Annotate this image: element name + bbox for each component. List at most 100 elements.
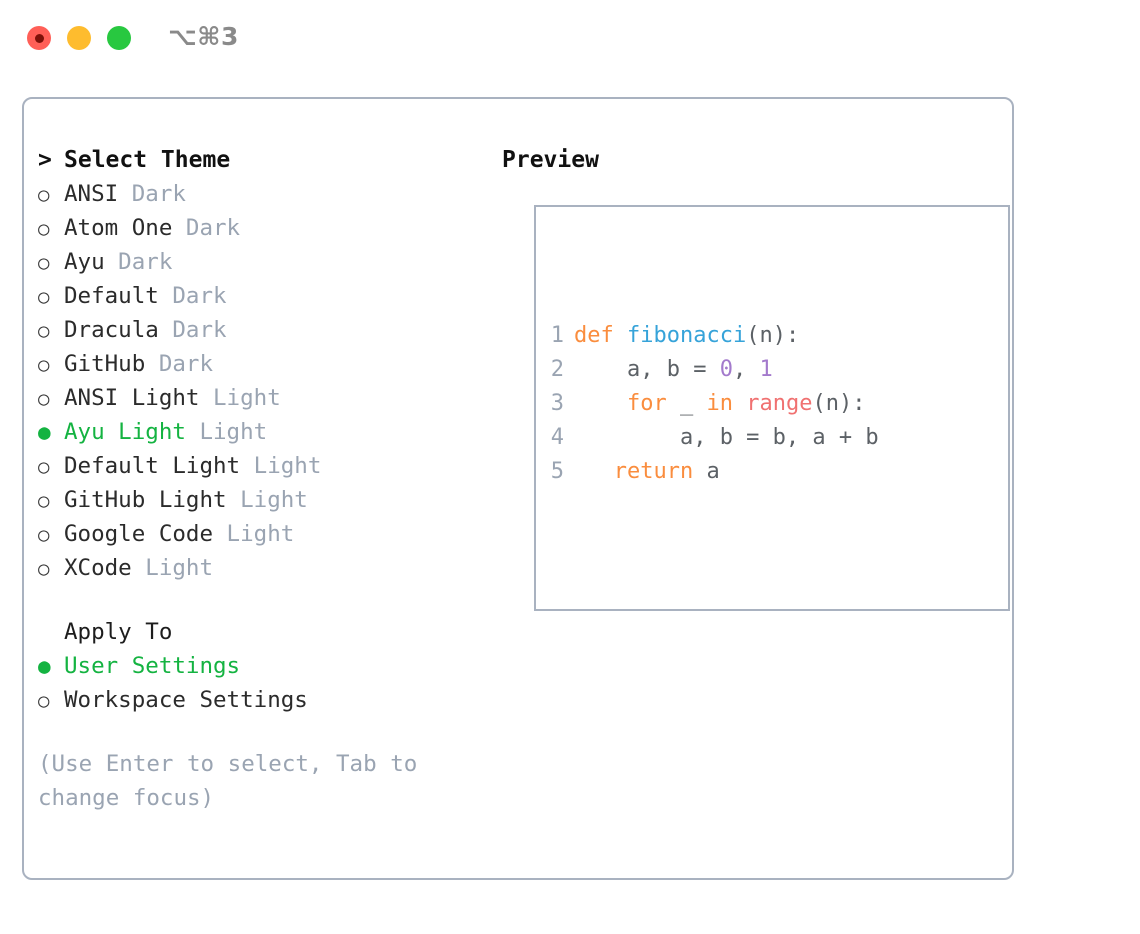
- radio-unselected-icon: ○: [38, 388, 50, 410]
- radio-unselected-icon: ○: [38, 320, 50, 342]
- theme-name-label: Ayu: [64, 249, 105, 275]
- code-token: (n):: [812, 391, 866, 416]
- code-token: 1: [759, 357, 773, 382]
- radio-unselected-icon: ○: [38, 184, 50, 206]
- code-diff-gap: [550, 557, 918, 591]
- theme-variant-label: Light: [213, 521, 295, 547]
- theme-name-label: Ayu Light: [64, 419, 186, 445]
- radio-selected-icon: ●: [38, 420, 51, 444]
- theme-variant-label: Light: [240, 453, 322, 479]
- theme-name-label: Google Code: [64, 521, 214, 547]
- theme-list-item[interactable]: ○ANSI Light Light: [38, 381, 483, 415]
- theme-list-item[interactable]: ○GitHub Light Light: [38, 483, 483, 517]
- theme-list-item[interactable]: ○ Default Light Light: [38, 449, 483, 483]
- radio-selected-icon: ●: [38, 654, 51, 678]
- code-token: range: [746, 391, 813, 416]
- theme-name-label: ANSI: [64, 181, 119, 207]
- code-line: 2 a, b = 0, 1: [550, 353, 918, 387]
- theme-variant-label: Dark: [172, 215, 241, 241]
- apply-to-heading-label: Apply To: [64, 619, 173, 645]
- theme-list-item[interactable]: ○ Ayu Dark: [38, 245, 483, 279]
- keyboard-shortcut-label: ⌥⌘3: [168, 22, 239, 51]
- code-line: 4 a, b = b, a + b: [550, 421, 918, 455]
- hint-spacer: [38, 717, 483, 747]
- theme-name-label: Atom One: [64, 215, 173, 241]
- theme-list-item[interactable]: ○ Default Dark: [38, 279, 483, 313]
- apply-to-item[interactable]: ○Workspace Settings: [38, 683, 483, 717]
- radio-unselected-icon: ○: [38, 456, 50, 478]
- theme-variant-label: Light: [185, 419, 268, 445]
- code-token: [574, 391, 627, 416]
- theme-variant-label: Dark: [118, 181, 186, 207]
- radio-unselected-icon: ○: [38, 252, 50, 274]
- apply-to-item[interactable]: ● User Settings: [38, 649, 483, 683]
- theme-variant-label: Dark: [145, 351, 214, 377]
- code-token: 0: [719, 357, 733, 382]
- radio-unselected-icon: ○: [38, 218, 50, 240]
- code-token: a, b =: [574, 357, 720, 382]
- code-token: a, b = b, a + b: [574, 425, 879, 450]
- theme-list-item[interactable]: ○ ANSI Dark: [38, 177, 483, 211]
- theme-list-item[interactable]: ○ Google Code Light: [38, 517, 483, 551]
- theme-name-label: XCode: [64, 555, 132, 581]
- apply-to-label: User Settings: [64, 653, 241, 679]
- radio-unselected-icon: ○: [38, 354, 50, 376]
- apply-to-caret-spacer: ○: [38, 616, 64, 650]
- line-number: 5: [550, 459, 564, 484]
- code-token: a: [693, 459, 720, 484]
- theme-list-item[interactable]: ○ Atom One Dark: [38, 211, 483, 245]
- list-spacer: [38, 585, 483, 615]
- line-number: 3: [550, 391, 564, 416]
- theme-name-label: ANSI Light: [64, 385, 200, 411]
- theme-list-item[interactable]: ○Dracula Dark: [38, 313, 483, 347]
- apply-to-heading: ○Apply To: [38, 615, 483, 649]
- theme-list: ○ ANSI Dark ○ Atom One Dark ○ Ayu Dark ○ Defaul…: [38, 177, 483, 585]
- theme-picker-panel: >Select Theme ○ANSI Dark○Atom One Dark○A…: [22, 97, 1014, 880]
- code-token: ,: [732, 357, 760, 382]
- theme-name-label: Default Light: [64, 453, 241, 479]
- theme-name-label: Default: [64, 283, 159, 309]
- code-line: 5 return a: [550, 455, 918, 489]
- line-number: 4: [550, 425, 564, 450]
- radio-unselected-icon: ○: [38, 524, 50, 546]
- window-controls: [27, 26, 131, 50]
- line-number: 1: [550, 323, 564, 348]
- preview-heading: Preview: [502, 147, 599, 173]
- zoom-button[interactable]: [107, 26, 131, 50]
- code-line: 3 for _ in range(n):: [550, 387, 918, 421]
- select-theme-heading-label: Select Theme: [64, 147, 231, 173]
- code-token: in: [706, 391, 733, 416]
- code-token: return: [613, 459, 694, 484]
- radio-unselected-icon: ○: [38, 286, 50, 308]
- code-token: [733, 391, 746, 416]
- theme-variant-label: Dark: [158, 283, 227, 309]
- title-bar: ⌥⌘3: [0, 0, 1140, 78]
- keyboard-hint-text: (Use Enter to select, Tab to change focu…: [38, 751, 418, 811]
- theme-list-item[interactable]: ● Ayu Light Light: [38, 415, 483, 449]
- line-number: 2: [550, 357, 564, 382]
- theme-name-label: GitHub Light: [64, 487, 227, 513]
- theme-variant-label: Dark: [104, 249, 173, 275]
- code-token: (n):: [746, 323, 800, 348]
- focus-caret-icon: >: [38, 147, 52, 173]
- code-token: def: [574, 323, 627, 348]
- code-token: _: [666, 391, 707, 416]
- theme-list-item[interactable]: ○ GitHub Dark: [38, 347, 483, 381]
- theme-variant-label: Light: [131, 555, 214, 581]
- code-token: for: [626, 391, 667, 416]
- theme-name-label: Dracula: [64, 317, 159, 343]
- radio-unselected-icon: ○: [38, 690, 50, 712]
- theme-name-label: GitHub: [64, 351, 146, 377]
- code-token: [574, 459, 614, 484]
- close-button[interactable]: [27, 26, 51, 50]
- radio-unselected-icon: ○: [38, 558, 50, 580]
- theme-list-item[interactable]: ○ XCode Light: [38, 551, 483, 585]
- minimize-button[interactable]: [67, 26, 91, 50]
- select-theme-heading: > Select Theme: [38, 143, 483, 177]
